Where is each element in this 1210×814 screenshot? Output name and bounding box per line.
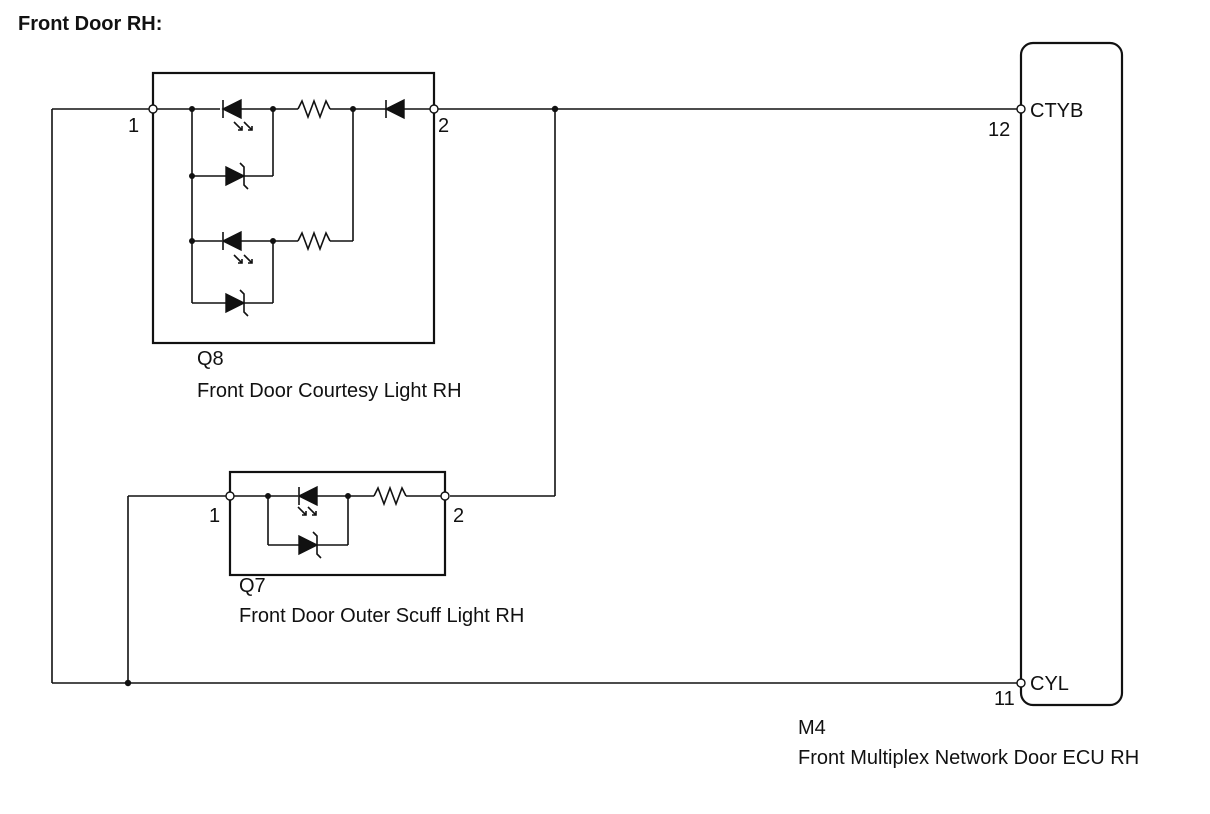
q8-body xyxy=(151,71,436,345)
q8-resistor-2-icon xyxy=(297,232,331,250)
q7-name: Front Door Outer Scuff Light RH xyxy=(239,605,524,627)
q8-resistor-1-icon xyxy=(297,100,331,118)
q8-pin-2-label: 2 xyxy=(438,115,449,137)
q7-code: Q7 xyxy=(239,575,266,597)
q7-pin-2-label: 2 xyxy=(453,505,464,527)
q8-led-2-icon xyxy=(222,231,242,251)
q7-scuff-light: 1 2 Q7 Front Door Outer Scuff Light RH xyxy=(209,470,524,627)
q7-resistor-icon xyxy=(373,487,407,505)
q8-pin-1-label: 1 xyxy=(128,115,139,137)
q8-code: Q8 xyxy=(197,348,224,370)
q7-pin-2 xyxy=(440,491,450,501)
m4-pin-cyl xyxy=(1016,678,1026,688)
m4-body xyxy=(1019,41,1124,707)
diagram-title: Front Door RH: xyxy=(18,13,162,35)
q8-led-1-icon xyxy=(222,99,242,119)
q8-name: Front Door Courtesy Light RH xyxy=(197,380,462,402)
wires xyxy=(51,108,1017,684)
junction-dots xyxy=(124,105,559,687)
m4-name: Front Multiplex Network Door ECU RH xyxy=(798,747,1139,769)
m4-pin-ctyb-number: 12 xyxy=(988,119,1010,141)
q7-led-icon xyxy=(298,486,318,506)
q8-courtesy-light: 1 2 Q8 Front Door Courtesy Light RH xyxy=(128,71,462,402)
q7-pin-1 xyxy=(225,491,235,501)
q7-body xyxy=(228,470,447,577)
m4-code: M4 xyxy=(798,717,826,739)
m4-pin-ctyb xyxy=(1016,104,1026,114)
q8-diode-icon xyxy=(385,99,405,119)
m4-pin-cyl-number: 11 xyxy=(994,688,1015,710)
q7-pin-1-label: 1 xyxy=(209,505,220,527)
q8-pin-2 xyxy=(429,104,439,114)
m4-door-ecu: CTYB 12 CYL 11 M4 Front Multiplex Networ… xyxy=(798,41,1139,769)
q8-pin-1 xyxy=(148,104,158,114)
m4-pin-cyl-signal: CYL xyxy=(1030,673,1069,695)
m4-pin-ctyb-signal: CTYB xyxy=(1030,100,1083,122)
